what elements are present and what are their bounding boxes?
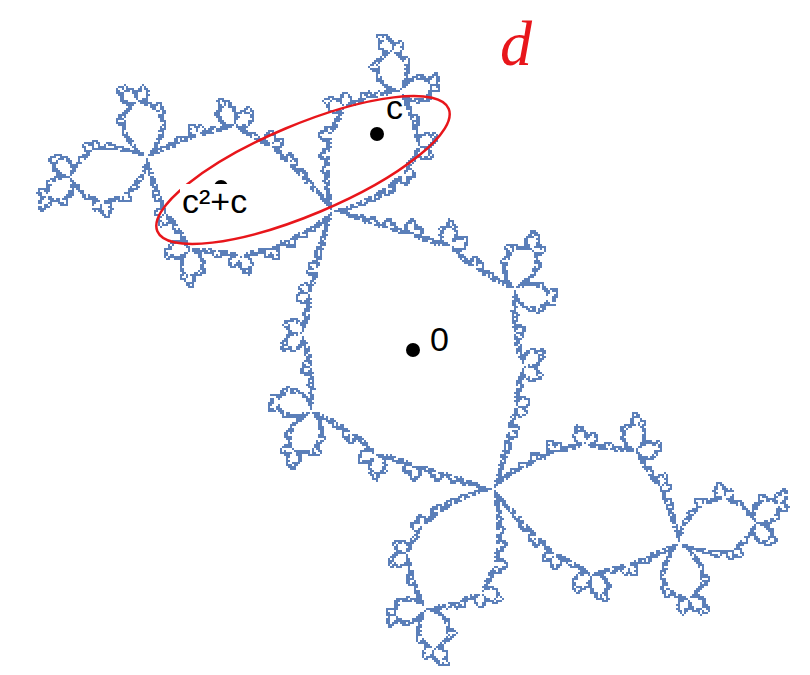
julia-set xyxy=(36,34,790,666)
julia-set-boundary xyxy=(36,34,790,666)
point-label: c xyxy=(386,90,403,124)
point-dot xyxy=(370,127,384,141)
ellipse-shape xyxy=(140,67,466,272)
point-label: 0 xyxy=(430,322,449,356)
point-dot xyxy=(406,343,420,357)
point-label: c²+c xyxy=(180,184,249,218)
region-ellipse: dcc²+c xyxy=(140,80,470,260)
ellipse-outline xyxy=(140,80,470,260)
region-label: d xyxy=(500,12,532,76)
